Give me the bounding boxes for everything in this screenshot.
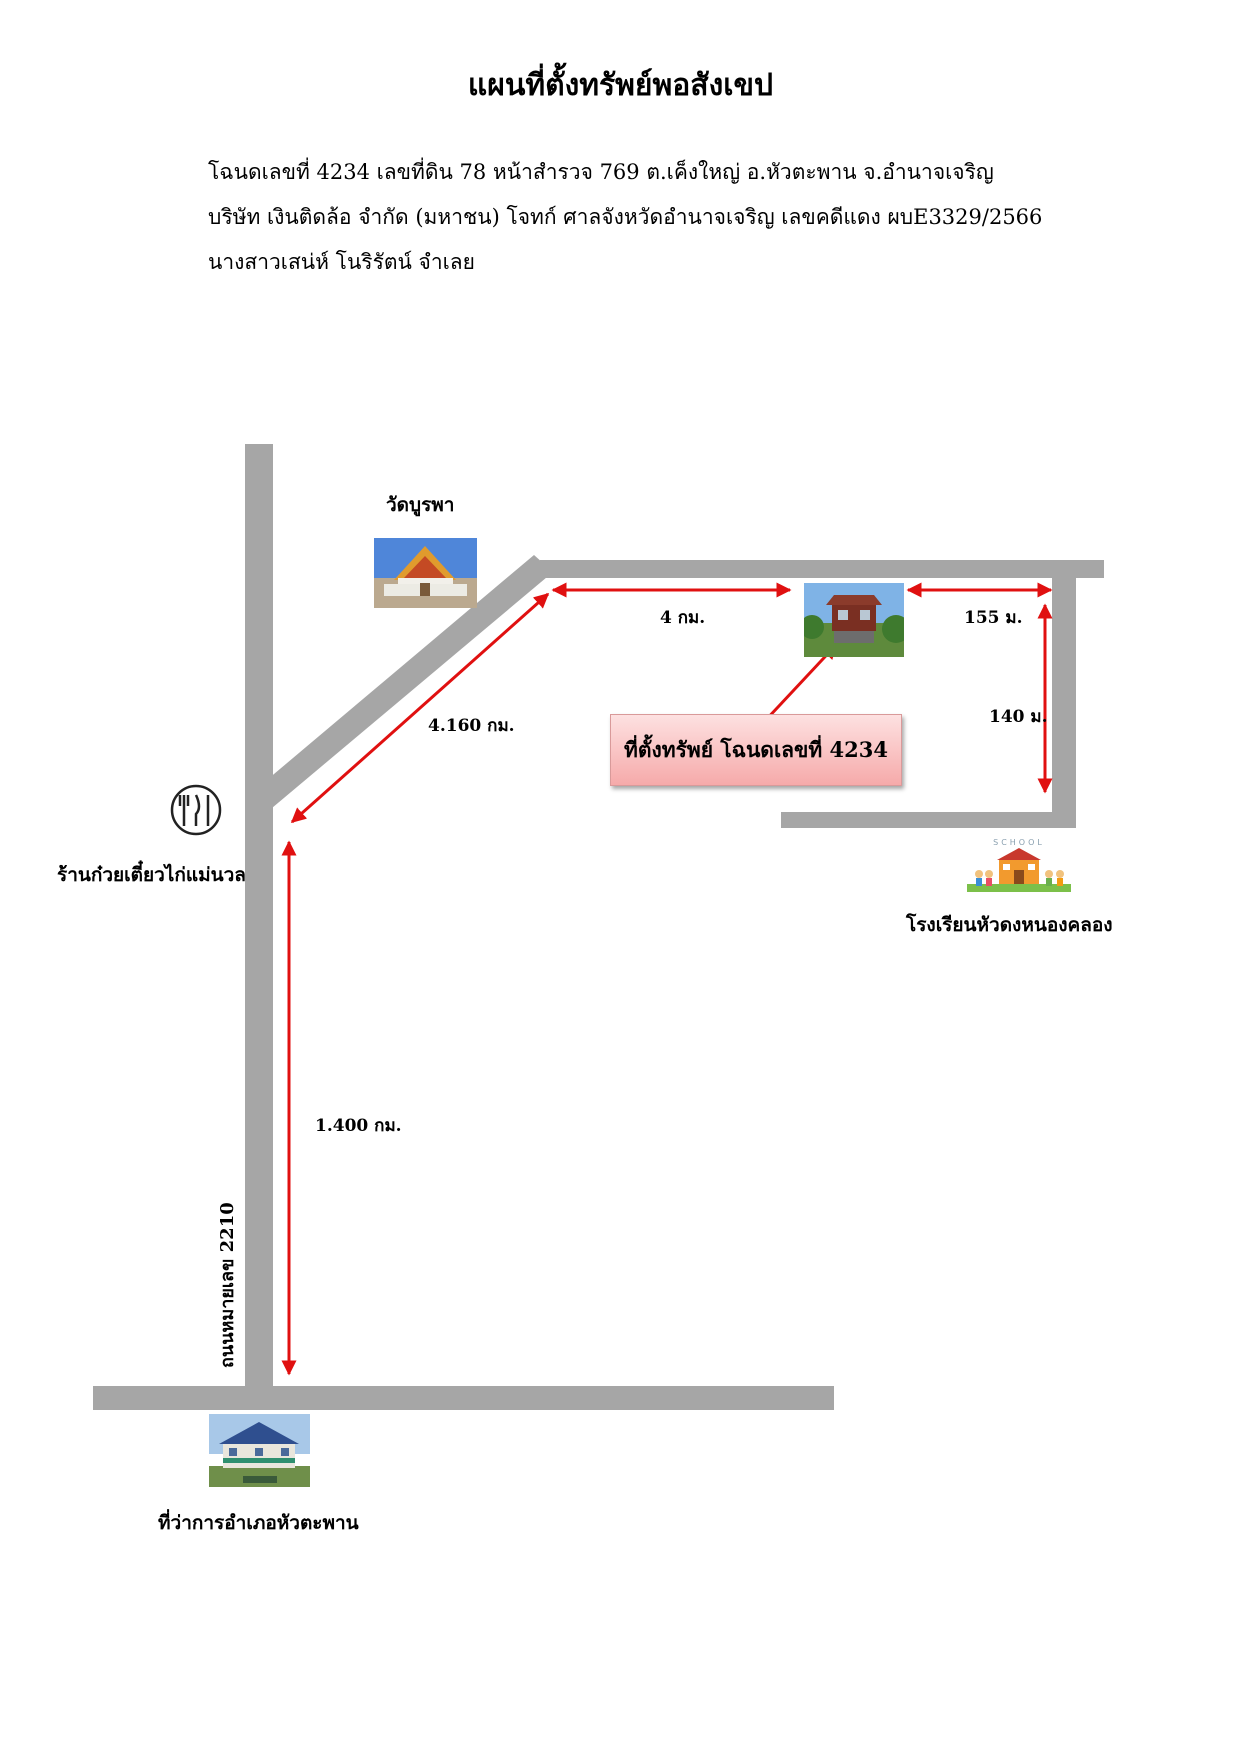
road-right-vertical	[1052, 570, 1076, 826]
distance-arrows	[281, 582, 1053, 1376]
fork-knife-plate-icon	[170, 784, 222, 836]
case-info-line: บริษัท เงินติดล้อ จำกัด (มหาชน) โจทก์ ศา…	[208, 205, 1043, 229]
house-photo	[804, 583, 904, 657]
road-vertical-main	[245, 444, 273, 1386]
arrow-4160km	[290, 592, 550, 824]
district-office-label: ที่ว่าการอำเภอหัวตะพาน	[158, 1512, 359, 1534]
page-title: แผนที่ตั้งทรัพย์พอสังเขป	[467, 68, 774, 103]
callout-pointer-arrow	[762, 643, 838, 724]
road-bottom-horizontal	[93, 1386, 834, 1410]
road-name-label: ถนนหมายเลข 2210	[217, 1202, 238, 1368]
temple-label: วัดบูรพา	[386, 494, 455, 516]
school-illustration: SCHOOL	[967, 836, 1071, 892]
deed-info-line: โฉนดเลขที่ 4234 เลขที่ดิน 78 หน้าสำรวจ 7…	[208, 160, 994, 184]
distance-label-1400km: 1.400 กม.	[315, 1116, 402, 1136]
road-lower-right-horizontal	[781, 812, 1076, 828]
restaurant-label: ร้านก๋วยเตี๋ยวไก่แม่นวล	[57, 864, 246, 886]
property-location-callout: ที่ตั้งทรัพย์ โฉนดเลขที่ 4234	[610, 714, 902, 786]
school-sign-text: SCHOOL	[993, 838, 1045, 847]
defendant-info-line: นางสาวเสน่ห์ โนริรัตน์ จำเลย	[208, 250, 475, 274]
school-label: โรงเรียนหัวดงหนองคลอง	[906, 914, 1113, 936]
distance-label-155m: 155 ม.	[964, 608, 1023, 628]
distance-label-4km: 4 กม.	[660, 608, 706, 628]
distance-label-140m: 140 ม.	[989, 707, 1048, 727]
distance-label-4160km: 4.160 กม.	[428, 716, 515, 736]
road-top-horizontal	[540, 560, 1104, 578]
temple-photo	[374, 538, 477, 608]
district-office-photo	[209, 1414, 310, 1487]
